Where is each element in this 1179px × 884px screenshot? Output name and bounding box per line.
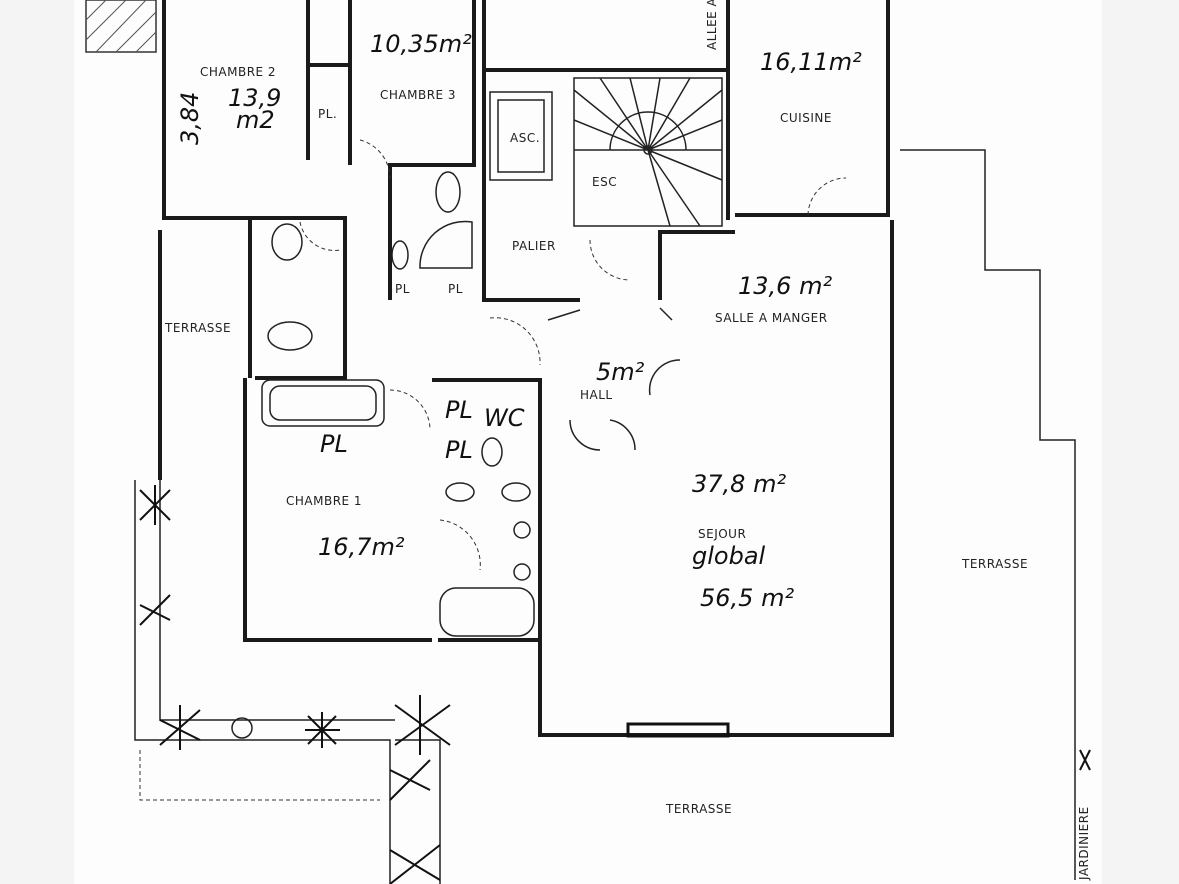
label-global: global xyxy=(692,542,766,570)
label-palier: PALIER xyxy=(512,239,556,253)
area-hall: 5m² xyxy=(596,358,645,386)
hatched-area xyxy=(85,0,157,53)
placard-label: PL xyxy=(445,396,473,424)
area-chambre3: 10,35m² xyxy=(370,30,472,58)
area-cuisine: 16,11m² xyxy=(760,48,862,76)
label-asc: ASC. xyxy=(510,131,540,145)
label-chambre1: CHAMBRE 1 xyxy=(286,494,362,508)
label-chambre3: CHAMBRE 3 xyxy=(380,88,456,102)
doors xyxy=(139,139,847,801)
area-global: 56,5 m² xyxy=(700,584,794,612)
label-terrasse-bottom: TERRASSE xyxy=(665,802,732,816)
label-chambre2: CHAMBRE 2 xyxy=(200,65,276,79)
placard-label: PL xyxy=(445,436,473,464)
label-jardiniere: JARDINIERE xyxy=(1077,806,1091,881)
label-allee: ALLEE A xyxy=(705,0,719,50)
label-cuisine: CUISINE xyxy=(780,111,832,125)
walls xyxy=(134,0,1076,884)
note-chambre2: 3,84 xyxy=(176,92,204,145)
placard-label: PL xyxy=(320,430,348,458)
label-hall: HALL xyxy=(580,388,613,402)
area-chambre1: 16,7m² xyxy=(318,533,405,561)
label-salle: SALLE A MANGER xyxy=(715,311,828,325)
unit-chambre2: m2 xyxy=(236,106,275,134)
area-salle: 13,6 m² xyxy=(738,272,832,300)
placard-label: PL xyxy=(395,282,410,296)
label-wc: WC xyxy=(484,404,525,432)
label-esc: ESC xyxy=(592,175,617,189)
area-chambre2: 13,9 xyxy=(228,84,281,112)
label-terrasse-right: TERRASSE xyxy=(961,557,1028,571)
area-sejour: 37,8 m² xyxy=(692,470,786,498)
plants xyxy=(139,485,1091,884)
staircase xyxy=(573,77,723,227)
label-sejour: SEJOUR xyxy=(698,527,746,541)
elevator xyxy=(489,91,553,181)
placard-label: PL. xyxy=(318,107,337,121)
label-terrasse-left: TERRASSE xyxy=(164,321,231,335)
fixtures xyxy=(231,171,730,739)
placard-label: PL xyxy=(448,282,463,296)
